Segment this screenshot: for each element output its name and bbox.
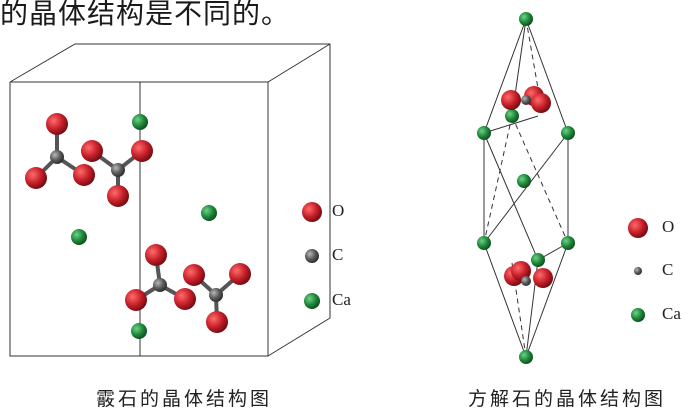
header-text: 的晶体结构是不同的。 [0, 0, 291, 30]
calcium-atom [519, 12, 533, 26]
aragonite-legend-calcium-label: Ca [332, 290, 351, 309]
calcium-atom [477, 126, 491, 140]
aragonite-legend-carbon-label: C [332, 245, 344, 264]
oxygen-atom [81, 140, 103, 162]
aragonite-top-right-edge [267, 43, 331, 83]
carbon-atom [50, 150, 64, 164]
calcium-atom [531, 253, 545, 267]
oxygen-atom [73, 164, 95, 186]
oxygen-atom [125, 289, 147, 311]
carbon-atom [521, 276, 531, 286]
carbon-atom [521, 95, 531, 105]
oxygen-atom [501, 90, 521, 110]
oxygen-atom [131, 140, 153, 162]
oxygen-atom [107, 185, 129, 207]
calcite-legend [628, 218, 648, 322]
oxygen-atom [533, 268, 553, 288]
calcium-atom [132, 114, 148, 130]
legend-oxygen-icon [628, 218, 648, 238]
calcite-hidden-edges [483, 18, 569, 358]
carbon-atom [111, 163, 125, 177]
calcite-structure [477, 12, 648, 364]
oxygen-atom [25, 167, 47, 189]
oxygen-atom [531, 93, 551, 113]
carbonate-group-4 [183, 263, 251, 333]
calcium-atom [561, 236, 575, 250]
legend-calcium-icon [631, 308, 645, 322]
calcite-legend-calcium-label: Ca [662, 304, 681, 323]
calcium-atom [131, 323, 147, 339]
calcite-carbonate-lower [504, 261, 553, 288]
calcite-legend-oxygen-label: O [662, 217, 675, 236]
carbonate-group-3 [125, 244, 196, 311]
carbon-atom [153, 278, 167, 292]
oxygen-atom [183, 264, 205, 286]
aragonite-structure [9, 43, 331, 357]
legend-oxygen-icon [302, 202, 322, 222]
calcium-atom [71, 229, 87, 245]
aragonite-back-edges [9, 43, 331, 357]
legend-calcium-icon [304, 293, 320, 309]
aragonite-cell-edges [9, 43, 331, 357]
calcium-atom [505, 109, 519, 123]
legend-carbon-icon [634, 267, 642, 275]
oxygen-atom [206, 311, 228, 333]
aragonite-legend-oxygen-label: O [332, 201, 345, 220]
oxygen-atom [145, 244, 167, 266]
calcite-cell-edges [483, 18, 569, 358]
oxygen-atom [46, 113, 68, 135]
calcium-atom [477, 236, 491, 250]
oxygen-atom [229, 263, 251, 285]
carbonate-group-2 [81, 140, 153, 207]
calcite-legend-carbon-label: C [662, 260, 674, 279]
calcium-atom [517, 174, 531, 188]
calcium-atom [519, 350, 533, 364]
aragonite-caption: 霰石的晶体结构图 [96, 388, 273, 410]
oxygen-atom [174, 288, 196, 310]
calcite-caption: 方解石的晶体结构图 [468, 388, 667, 410]
carbon-atom [209, 288, 223, 302]
calcite-carbonate-upper [501, 86, 551, 113]
calcium-atom [561, 126, 575, 140]
calcium-atom [201, 205, 217, 221]
carbonate-group-1 [25, 113, 95, 189]
legend-carbon-icon [305, 249, 319, 263]
aragonite-legend [302, 202, 322, 309]
